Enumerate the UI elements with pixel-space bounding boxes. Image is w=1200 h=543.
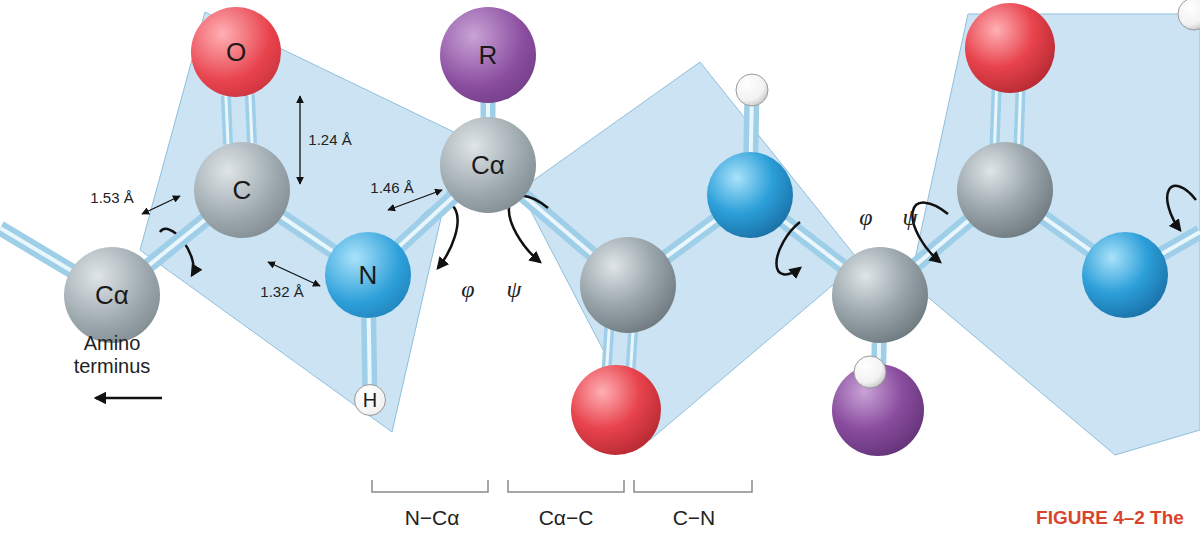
rotation-arrow (160, 186, 1196, 275)
single-bond (369, 316, 370, 386)
double-bond (226, 94, 252, 144)
bond-bracket (372, 480, 752, 492)
atom-symbol: Cα (471, 152, 505, 178)
single-bond (280, 216, 334, 252)
bond-length: 1.24 Å (308, 131, 351, 148)
atom-circle: N (325, 232, 411, 318)
atom-circle: R (440, 7, 536, 103)
torsion-angle: ψ (903, 204, 918, 232)
torsion-angle: φ (859, 204, 872, 232)
atom-symbol: R (479, 42, 498, 68)
atom-circle: H (354, 384, 386, 416)
atom-symbol: Cα (95, 282, 129, 308)
atom-symbol: C (233, 177, 252, 203)
single-bond (148, 219, 206, 266)
bond-name: Cα−C (539, 506, 594, 530)
atom-circle: C (194, 142, 290, 238)
atom-sphere (571, 0, 1200, 456)
bond-length: 1.46 Å (370, 179, 413, 196)
bond-length: 1.32 Å (260, 283, 303, 300)
torsion-angle: φ (461, 276, 474, 304)
atom-symbol: N (359, 262, 378, 288)
single-bond (398, 196, 454, 247)
atom-circle: Cα (64, 247, 160, 343)
bond-length: 1.53 Å (90, 189, 133, 206)
atom-symbol: H (363, 390, 377, 410)
atom-circle: O (191, 7, 281, 97)
bond-name: N−Cα (405, 506, 460, 530)
figure-caption: FIGURE 4–2 The (1036, 507, 1184, 529)
bond-name: C−N (673, 506, 716, 530)
atom-circle: Cα (440, 117, 536, 213)
torsion-angle: ψ (507, 276, 522, 304)
direction-arrow (96, 397, 162, 400)
atom-symbol: O (226, 39, 246, 65)
terminus-label: Amino terminus (52, 332, 172, 378)
bond-stick (0, 48, 1200, 410)
